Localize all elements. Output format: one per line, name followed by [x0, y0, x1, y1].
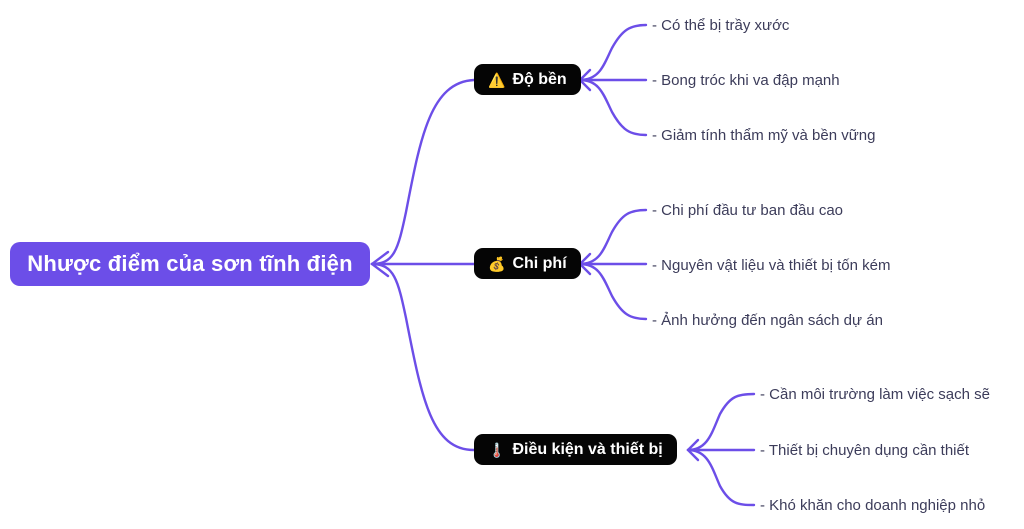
branch-1-arrow-notch	[578, 68, 592, 92]
leaf-item[interactable]: - Giảm tính thẩm mỹ và bền vững	[652, 127, 876, 144]
edge-root-to-branch-3	[370, 262, 476, 452]
branch-node-label: Chi phí	[512, 254, 567, 272]
branch-3-arrow-notch	[686, 438, 700, 462]
branch-node-do-ben[interactable]: ⚠️ Độ bền	[474, 64, 581, 95]
leaf-item[interactable]: - Nguyên vật liệu và thiết bị tốn kém	[652, 257, 891, 274]
branch-node-dieu-kien-va-thiet-bi[interactable]: 🌡️ Điều kiện và thiết bị	[474, 434, 677, 465]
leaf-item[interactable]: - Chi phí đầu tư ban đầu cao	[652, 202, 844, 219]
edge-root-to-branch-1	[370, 78, 476, 266]
edge-branch-3-leaf-1	[686, 392, 756, 452]
root-arrow-notch	[370, 250, 390, 278]
edge-branch-3-leaf-3	[686, 448, 756, 507]
money-bag-icon: 💰	[488, 255, 506, 272]
edge-branch-1-leaf-3	[578, 78, 648, 137]
edge-branch-1-leaf-1	[578, 23, 648, 82]
branch-node-chi-phi[interactable]: 💰 Chi phí	[474, 248, 581, 279]
edge-branch-2-leaf-3	[578, 262, 648, 321]
edge-branch-2-leaf-1	[578, 208, 648, 266]
root-node-label: Nhược điểm của sơn tĩnh điện	[27, 251, 353, 276]
leaf-item[interactable]: - Ảnh hưởng đến ngân sách dự án	[652, 312, 883, 329]
leaf-item[interactable]: - Bong tróc khi va đập mạnh	[652, 72, 840, 89]
warning-triangle-icon: ⚠️	[488, 71, 506, 88]
branch-node-label: Độ bền	[512, 70, 567, 88]
branch-2-arrow-notch	[578, 252, 592, 276]
leaf-item[interactable]: - Thiết bị chuyên dụng cần thiết	[760, 442, 970, 459]
root-node[interactable]: Nhược điểm của sơn tĩnh điện	[10, 242, 370, 286]
leaf-item[interactable]: - Khó khăn cho doanh nghiệp nhỏ	[760, 497, 986, 514]
leaf-item[interactable]: - Có thể bị trầy xước	[652, 17, 790, 34]
branch-node-label: Điều kiện và thiết bị	[512, 440, 663, 458]
leaf-item[interactable]: - Cần môi trường làm việc sạch sẽ	[760, 386, 990, 403]
thermometer-icon: 🌡️	[488, 441, 506, 458]
